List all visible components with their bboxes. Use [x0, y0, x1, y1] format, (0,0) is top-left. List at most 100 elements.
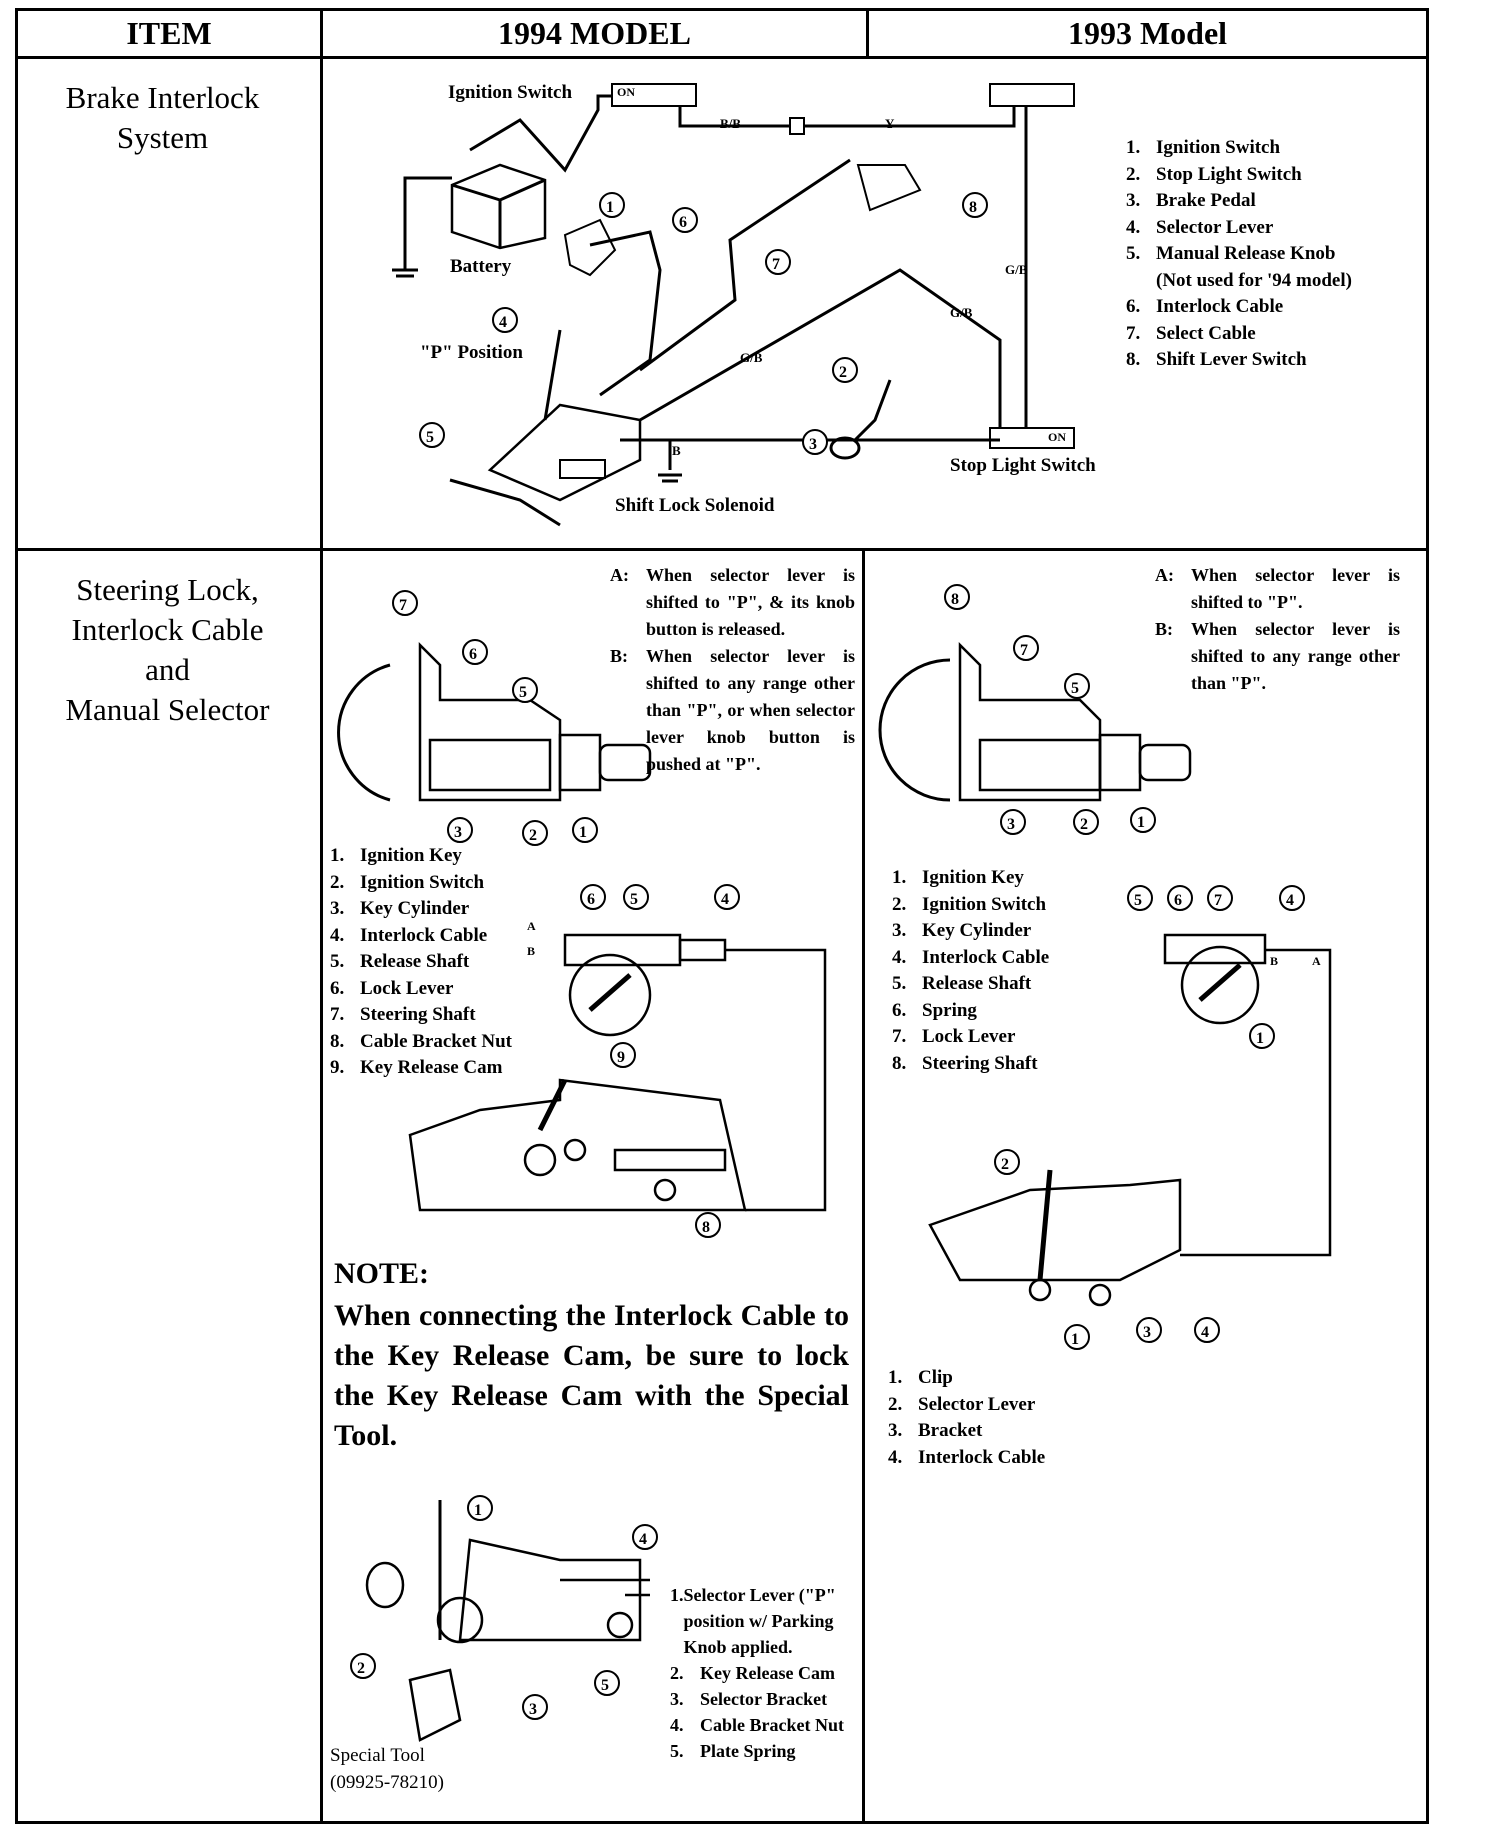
svg-text:2: 2 — [839, 364, 847, 381]
part-item: 2. Selector Lever — [888, 1392, 1045, 1419]
list-item-number: 7. — [892, 1026, 907, 1047]
svg-text:5: 5 — [426, 429, 434, 446]
list-item-number: 2. — [888, 1393, 903, 1415]
part-item: 5. Release Shaft — [330, 949, 512, 976]
list-item-text: Interlock Cable — [918, 1446, 1046, 1468]
note-text: When selector lever is shifted to "P". — [1191, 565, 1400, 612]
list-item-number: 3. — [330, 898, 345, 919]
item-line-1: Steering Lock, — [76, 572, 259, 607]
svg-text:3: 3 — [1143, 1324, 1151, 1341]
svg-text:3: 3 — [529, 1701, 537, 1718]
column-divider-models-header — [866, 8, 869, 58]
svg-text:1: 1 — [606, 199, 614, 216]
notes-1993: A:When selector lever is shifted to "P".… — [1155, 562, 1400, 697]
list-item-number: 8. — [892, 1052, 907, 1074]
list-item-text: Key Cylinder — [360, 898, 470, 919]
label-on-stoplight: ON — [1048, 430, 1066, 444]
label-on-ignition: ON — [617, 85, 635, 99]
label-wire-y: Y — [885, 116, 895, 131]
part-item: 9.Key Release Cam — [330, 1055, 512, 1082]
part-item: 7.Steering Shaft — [330, 1002, 512, 1029]
svg-text:4: 4 — [639, 1531, 647, 1548]
list-item-text: Key Release Cam — [360, 1057, 503, 1078]
list-item-number: 4. — [670, 1715, 684, 1735]
tool-parts-list: 1.Selector Lever ("P" position w/ Parkin… — [670, 1582, 855, 1764]
list-item-number: 1. — [888, 1367, 903, 1388]
list-item-text: Ignition Switch — [1156, 137, 1281, 158]
item-line-4: Manual Selector — [65, 692, 270, 727]
note-text: When selector lever is shifted to any ra… — [1191, 619, 1400, 693]
part-item: 3. Key Cylinder — [330, 896, 512, 923]
svg-text:8: 8 — [951, 591, 959, 608]
list-item-text: Bracket — [918, 1420, 983, 1441]
column-divider-item — [320, 8, 323, 1824]
list-item-text: Lock Lever — [360, 977, 454, 999]
list-item-text: Stop Light Switch — [1156, 163, 1302, 185]
part-item: 2. Ignition Switch — [892, 892, 1049, 919]
list-item-number: 8. — [1126, 349, 1141, 370]
list-item-number: 4. — [892, 946, 907, 968]
svg-text:7: 7 — [1214, 892, 1222, 909]
svg-text:1: 1 — [579, 824, 587, 841]
list-item-text: Selector Lever — [918, 1393, 1036, 1415]
list-item-text: Ignition Switch — [922, 893, 1047, 915]
list-item-number: 5. — [330, 951, 345, 972]
list-item-text: Selector Bracket — [700, 1689, 828, 1709]
list-item-text: Release Shaft — [360, 951, 470, 972]
list-item-number: 2. — [670, 1663, 684, 1683]
part-item: 1.Clip — [888, 1365, 1045, 1392]
svg-text:5: 5 — [630, 891, 638, 908]
part-item: 3. Bracket — [888, 1418, 1045, 1445]
list-item-number: 1. — [892, 867, 907, 888]
svg-text:4: 4 — [1201, 1324, 1209, 1341]
list-item-number: 4. — [330, 924, 345, 946]
list-item-number: 3. — [888, 1420, 903, 1441]
tool-part-item: 1.Selector Lever ("P" position w/ Parkin… — [670, 1582, 855, 1660]
list-item-number: 6. — [1126, 296, 1141, 317]
svg-text:6: 6 — [1174, 892, 1182, 909]
svg-text:9: 9 — [617, 1049, 625, 1066]
list-item-text: Key Release Cam — [700, 1663, 835, 1683]
svg-text:6: 6 — [679, 214, 687, 231]
note-row: A:When selector lever is shifted to "P". — [1155, 562, 1400, 616]
legend-item: (Not used for '94 model) — [1126, 268, 1352, 295]
svg-text:4: 4 — [1286, 892, 1294, 909]
item-steering-lock: Steering Lock, Interlock Cable and Manua… — [40, 570, 295, 730]
svg-text:4: 4 — [721, 891, 729, 908]
list-item-number: 2. — [330, 871, 345, 893]
list-item-number: 2. — [1126, 163, 1141, 185]
header-divider — [15, 56, 1429, 59]
list-item-number: 1. — [670, 1585, 684, 1605]
list-item-text: Cable Bracket Nut — [700, 1715, 844, 1735]
svg-text:1: 1 — [1071, 1331, 1079, 1348]
svg-text:2: 2 — [1080, 816, 1088, 833]
list-item-number: 4. — [1126, 216, 1141, 238]
list-item-number: 2. — [892, 893, 907, 915]
legend-item: 5.Manual Release Knob — [1126, 241, 1352, 268]
legend-item: 3.Brake Pedal — [1126, 188, 1352, 215]
list-item-text: Cable Bracket Nut — [360, 1030, 512, 1052]
list-item-number: 5. — [1126, 243, 1141, 264]
item-line-3: and — [145, 652, 190, 687]
column-divider-models-row2 — [862, 548, 865, 1824]
svg-text:4: 4 — [499, 314, 507, 331]
list-item-text: Ignition Key — [360, 845, 462, 866]
legend-item: 1.Ignition Switch — [1126, 135, 1352, 162]
part-item: 4.Interlock Cable — [888, 1445, 1045, 1472]
svg-text:3: 3 — [1007, 816, 1015, 833]
list-item-text: Selector Lever ("P" position w/ Parking … — [683, 1585, 836, 1657]
list-item-text: Steering Shaft — [922, 1052, 1038, 1074]
list-item-number: 3. — [670, 1689, 684, 1709]
svg-text:2: 2 — [357, 1660, 365, 1677]
list-item-text: Ignition Switch — [360, 871, 485, 893]
brake-interlock-diagram: 1 2 3 4 5 6 7 8 — [392, 83, 1075, 527]
list-item-number: 6. — [892, 999, 907, 1021]
legend-item: 4.Selector Lever — [1126, 215, 1352, 242]
note-text: When selector lever is shifted to any ra… — [646, 646, 855, 774]
legend-item: 6.Interlock Cable — [1126, 294, 1352, 321]
part-item: 6.Spring — [892, 998, 1049, 1025]
header-1994-model: 1994 MODEL — [498, 14, 691, 51]
